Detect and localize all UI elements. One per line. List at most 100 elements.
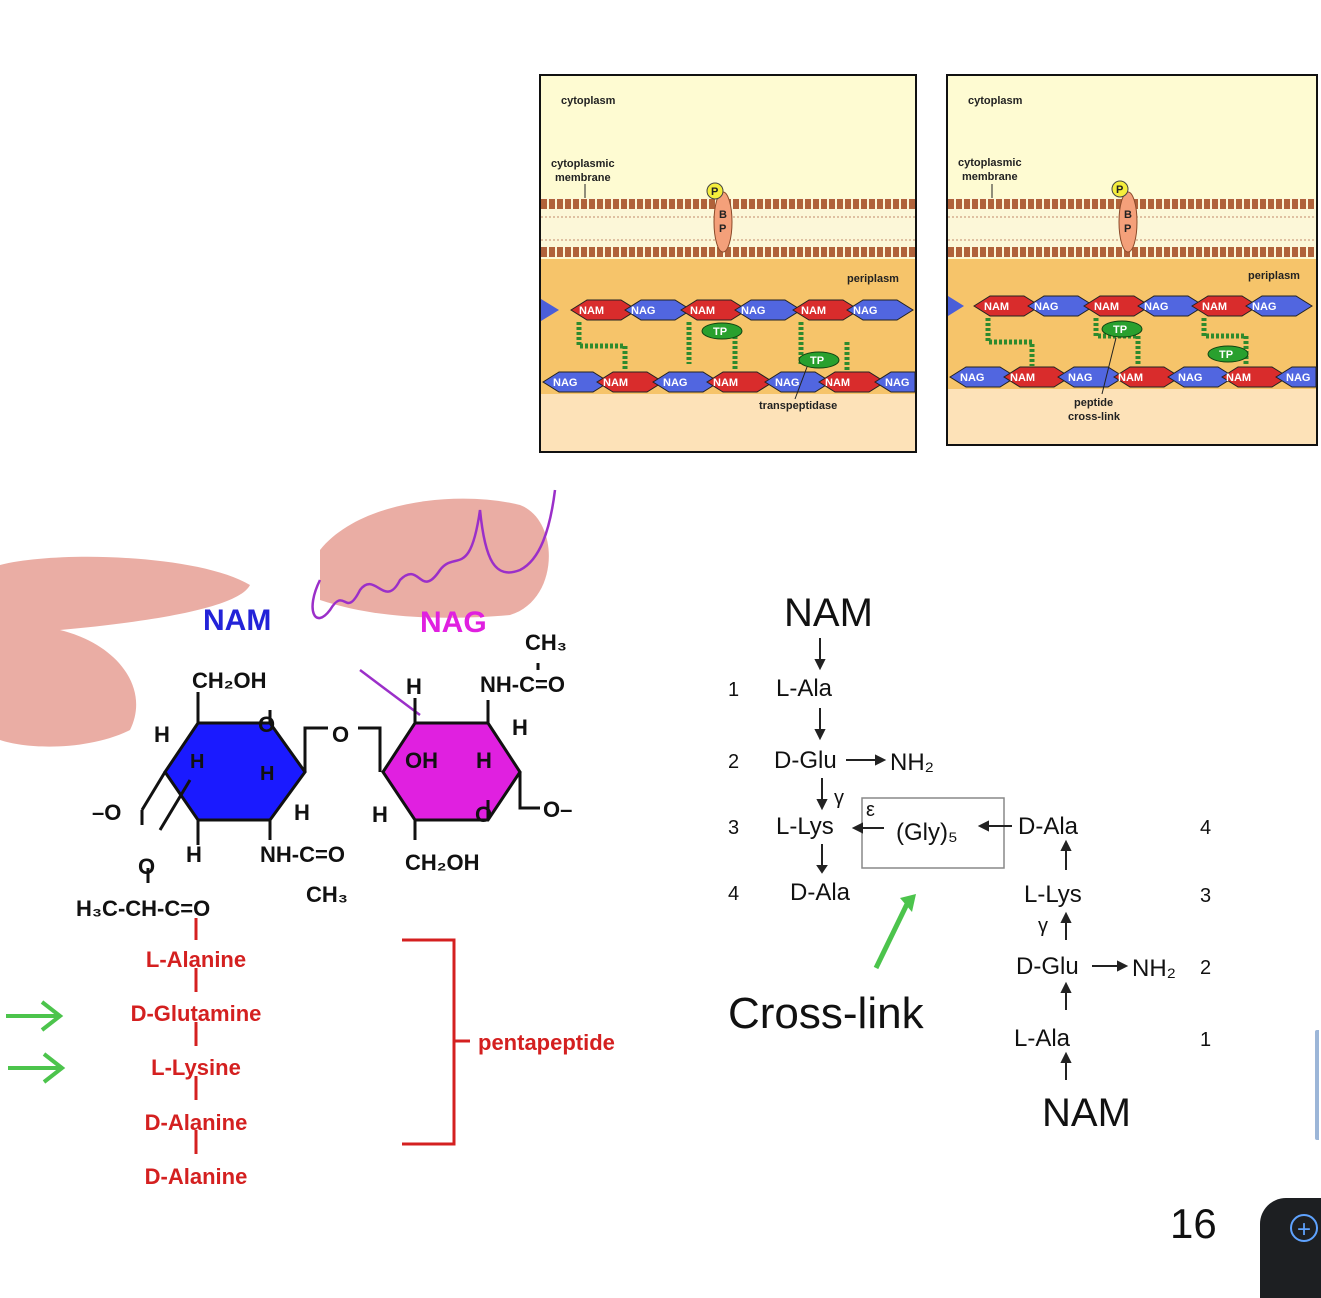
svg-text:NAM: NAM: [1202, 301, 1227, 313]
svg-text:NAM: NAM: [801, 305, 826, 317]
peptide-5: D-Alanine: [145, 1164, 248, 1189]
left-o: –O: [92, 800, 121, 825]
h-nam-inner-2: H: [260, 763, 274, 785]
glycan-strand-top-r: NAM NAG NAM NAG NAM NAG: [948, 295, 1313, 317]
gly-bridge: (Gly)₅: [896, 819, 958, 846]
phosphate-label-r: P: [1116, 184, 1123, 196]
svg-text:NAG: NAG: [853, 305, 877, 317]
ch2oh-left: CH₂OH: [192, 668, 267, 693]
membrane-label-2: membrane: [555, 172, 611, 184]
gamma-left: γ: [834, 787, 844, 809]
tp-label-1: TP: [713, 326, 727, 338]
svg-text:NAG: NAG: [885, 377, 909, 389]
glycan-strand-bottom-r: NAG NAM NAG NAM NAG NAM NAG: [949, 366, 1317, 388]
svg-text:NAM: NAM: [1118, 372, 1143, 384]
left-num-1: 1: [728, 679, 739, 701]
svg-text:NAM: NAM: [1226, 372, 1251, 384]
right-num-3: 3: [1200, 885, 1211, 907]
svg-text:NAG: NAG: [775, 377, 799, 389]
left-num-3: 3: [728, 817, 739, 839]
crosslink-green-arrow: [873, 894, 916, 970]
cytoplasm-label-r: cytoplasm: [968, 95, 1023, 107]
ch3-top: CH₃: [525, 630, 567, 655]
svg-text:NAG: NAG: [741, 305, 765, 317]
pentapeptide-label: pentapeptide: [478, 1030, 615, 1055]
svg-text:NAM: NAM: [603, 377, 628, 389]
nag-ring: [381, 721, 522, 822]
tp-label-2: TP: [810, 355, 824, 367]
crosslink-label: Cross-link: [728, 989, 925, 1038]
highlight-arrows: [6, 1000, 66, 1084]
svg-text:NAG: NAG: [1178, 372, 1202, 384]
svg-text:NAM: NAM: [690, 305, 715, 317]
ch3-bottom: CH₃: [306, 882, 348, 907]
tp-label-r2: TP: [1219, 349, 1233, 361]
membrane-label-r2: membrane: [962, 171, 1018, 183]
bp-b-label: B: [719, 209, 727, 221]
epsilon: ε: [866, 799, 875, 821]
left-chain-1: L-Ala: [776, 675, 833, 702]
glycan-strand-top: NAM NAG NAM NAG NAM NAG: [541, 299, 914, 321]
gamma-right: γ: [1038, 915, 1048, 937]
svg-text:NAG: NAG: [1286, 372, 1310, 384]
oh-nag: OH: [405, 748, 438, 773]
bp-b-label-r: B: [1124, 209, 1132, 221]
h-nag-right: H: [512, 715, 528, 740]
peptide-3: L-Lysine: [151, 1055, 241, 1080]
peptide-1: L-Alanine: [146, 947, 246, 972]
svg-text:NAG: NAG: [631, 305, 655, 317]
right-chain-3: L-Lys: [1024, 881, 1082, 908]
left-chain-3: L-Lys: [776, 813, 834, 840]
svg-text:NAG: NAG: [1252, 301, 1276, 313]
svg-text:NAM: NAM: [984, 301, 1009, 313]
nh2-left: NH₂: [890, 749, 934, 776]
nam-nag-structure: NAM NAG CH₂OH CH₃ NH-C=O H O O H H –O O–…: [0, 489, 615, 1189]
right-o: O–: [543, 797, 572, 822]
peptide-4: D-Alanine: [145, 1110, 248, 1135]
nam-ring: [163, 721, 307, 822]
ether-o: O: [332, 722, 349, 747]
h-nam-bottom: H: [186, 842, 202, 867]
right-chain-2: D-Glu: [1016, 953, 1079, 980]
svg-text:NAM: NAM: [579, 305, 604, 317]
svg-text:NAM: NAM: [825, 377, 850, 389]
right-chain-1: L-Ala: [1014, 1025, 1071, 1052]
left-chain-2: D-Glu: [774, 747, 837, 774]
membrane-diagram-left: cytoplasm cytoplasmic membrane P B P per…: [539, 74, 917, 453]
svg-text:NAG: NAG: [553, 377, 577, 389]
transpeptidase-label: transpeptidase: [759, 400, 837, 412]
zoom-button[interactable]: +: [1260, 1198, 1321, 1298]
tp-label-r1: TP: [1113, 324, 1127, 336]
crosslink-label-2: cross-link: [1068, 411, 1121, 423]
svg-text:NAM: NAM: [1010, 372, 1035, 384]
chain-arrows: [814, 638, 1129, 1080]
membrane-label-1: cytoplasmic: [551, 158, 615, 170]
ring-o-nag: O: [475, 802, 492, 827]
nag-label: NAG: [420, 606, 487, 639]
membrane-diagram-right: cytoplasm cytoplasmic membrane P B P per…: [946, 74, 1318, 446]
left-chain-4: D-Ala: [790, 879, 851, 906]
glycan-strand-bottom: NAG NAM NAG NAM NAG NAM NAG: [542, 371, 916, 393]
periplasm-label: periplasm: [847, 273, 899, 285]
nh-bottom: NH-C=O: [260, 842, 345, 867]
svg-text:NAM: NAM: [1094, 301, 1119, 313]
phosphate-label: P: [711, 186, 718, 198]
h-nam-left: H: [154, 722, 170, 747]
bp-p-label-r: P: [1124, 223, 1131, 235]
h-nam-lower: H: [294, 800, 310, 825]
lactyl-o: O: [138, 854, 155, 879]
top-nam: NAM: [784, 591, 873, 635]
svg-text:NAM: NAM: [713, 377, 738, 389]
h-nam-inner-1: H: [190, 751, 204, 773]
scroll-indicator[interactable]: [1315, 1030, 1321, 1140]
crosslink-label-1: peptide: [1074, 397, 1113, 409]
membrane-label-r1: cytoplasmic: [958, 157, 1022, 169]
svg-text:NAG: NAG: [1144, 301, 1168, 313]
right-num-1: 1: [1200, 1029, 1211, 1051]
bonds: [140, 663, 540, 883]
left-num-2: 2: [728, 751, 739, 773]
right-chain-4: D-Ala: [1018, 813, 1079, 840]
peptide-2: D-Glutamine: [131, 1001, 262, 1026]
svg-text:NAG: NAG: [960, 372, 984, 384]
cytoplasm-label: cytoplasm: [561, 95, 616, 107]
